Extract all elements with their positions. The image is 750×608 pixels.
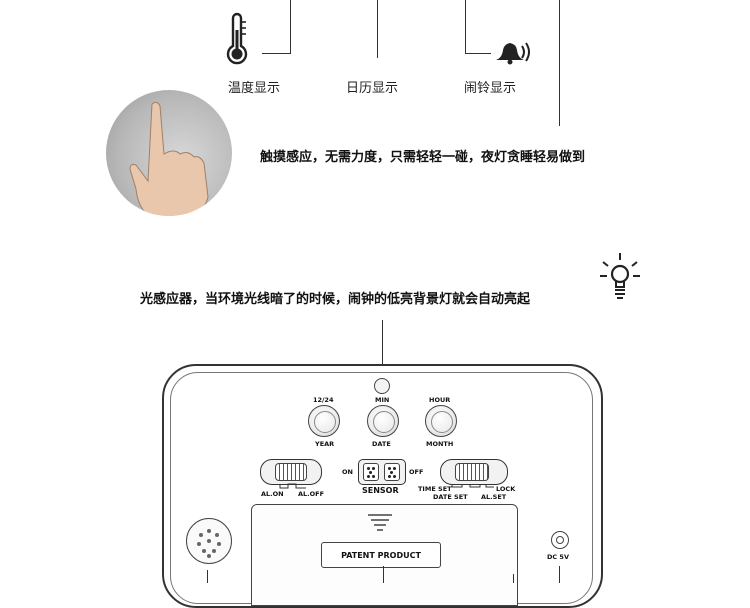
connector-line (465, 0, 466, 54)
switch-position-mark (451, 484, 494, 488)
mode-switch[interactable] (440, 459, 508, 485)
temperature-label: 温度显示 (228, 81, 281, 96)
sensor-switch[interactable] (358, 459, 406, 485)
sensor-off-label: OFF (409, 468, 424, 476)
connector-line (513, 574, 514, 583)
connector-line (382, 320, 383, 378)
button-min-date[interactable] (367, 405, 399, 437)
patent-label: PATENT PRODUCT (341, 550, 421, 560)
touch-description: 触摸感应，无需力度，只需轻轻一碰，夜灯贪睡轻易做到 (260, 150, 586, 165)
button-hour-month[interactable] (425, 405, 457, 437)
date-set-label: DATE SET (433, 493, 468, 501)
time-set-label: TIME SET (418, 485, 452, 493)
al-set-label: AL.SET (481, 493, 507, 501)
sensor-label: SENSOR (362, 486, 399, 495)
button-top-label: HOUR (429, 396, 451, 404)
connector-line (465, 53, 491, 54)
cover-arrow-icon (368, 514, 392, 531)
al-off-label: AL.OFF (298, 490, 325, 498)
thermometer-icon (226, 12, 248, 65)
button-top-label: MIN (375, 396, 390, 404)
dc-label: DC 5V (547, 553, 569, 561)
alarm-label: 闹铃显示 (464, 81, 517, 96)
connector-line (383, 566, 384, 583)
button-top-label: 12/24 (313, 396, 334, 404)
button-bottom-label: MONTH (426, 440, 454, 448)
button-12-24-year[interactable] (308, 405, 340, 437)
bell-icon (496, 42, 530, 65)
hand-touch-icon (129, 101, 209, 216)
light-bulb-icon (600, 253, 640, 299)
connector-line (559, 0, 560, 126)
sensor-on-label: ON (342, 468, 353, 476)
connector-line (559, 566, 560, 583)
sensor-switch-knob[interactable] (363, 463, 379, 481)
calendar-label: 日历显示 (346, 81, 399, 96)
hand-touch-photo (106, 90, 232, 216)
al-on-label: AL.ON (261, 490, 284, 498)
connector-line (207, 570, 208, 583)
connector-line (290, 0, 291, 54)
light-sensor (374, 378, 390, 394)
dc-jack (551, 531, 569, 549)
light-sensor-description: 光感应器，当环境光线暗了的时候，闹钟的低亮背景灯就会自动亮起 (140, 292, 531, 307)
button-bottom-label: DATE (372, 440, 391, 448)
connector-line (377, 0, 378, 58)
button-bottom-label: YEAR (315, 440, 335, 448)
speaker-icon (186, 518, 232, 564)
mode-switch-knob[interactable] (455, 463, 489, 481)
connector-line (262, 53, 291, 54)
lock-label: LOCK (496, 485, 516, 493)
alarm-switch-knob[interactable] (275, 463, 307, 481)
patent-plate: PATENT PRODUCT (321, 542, 441, 568)
switch-position-mark (279, 483, 306, 489)
